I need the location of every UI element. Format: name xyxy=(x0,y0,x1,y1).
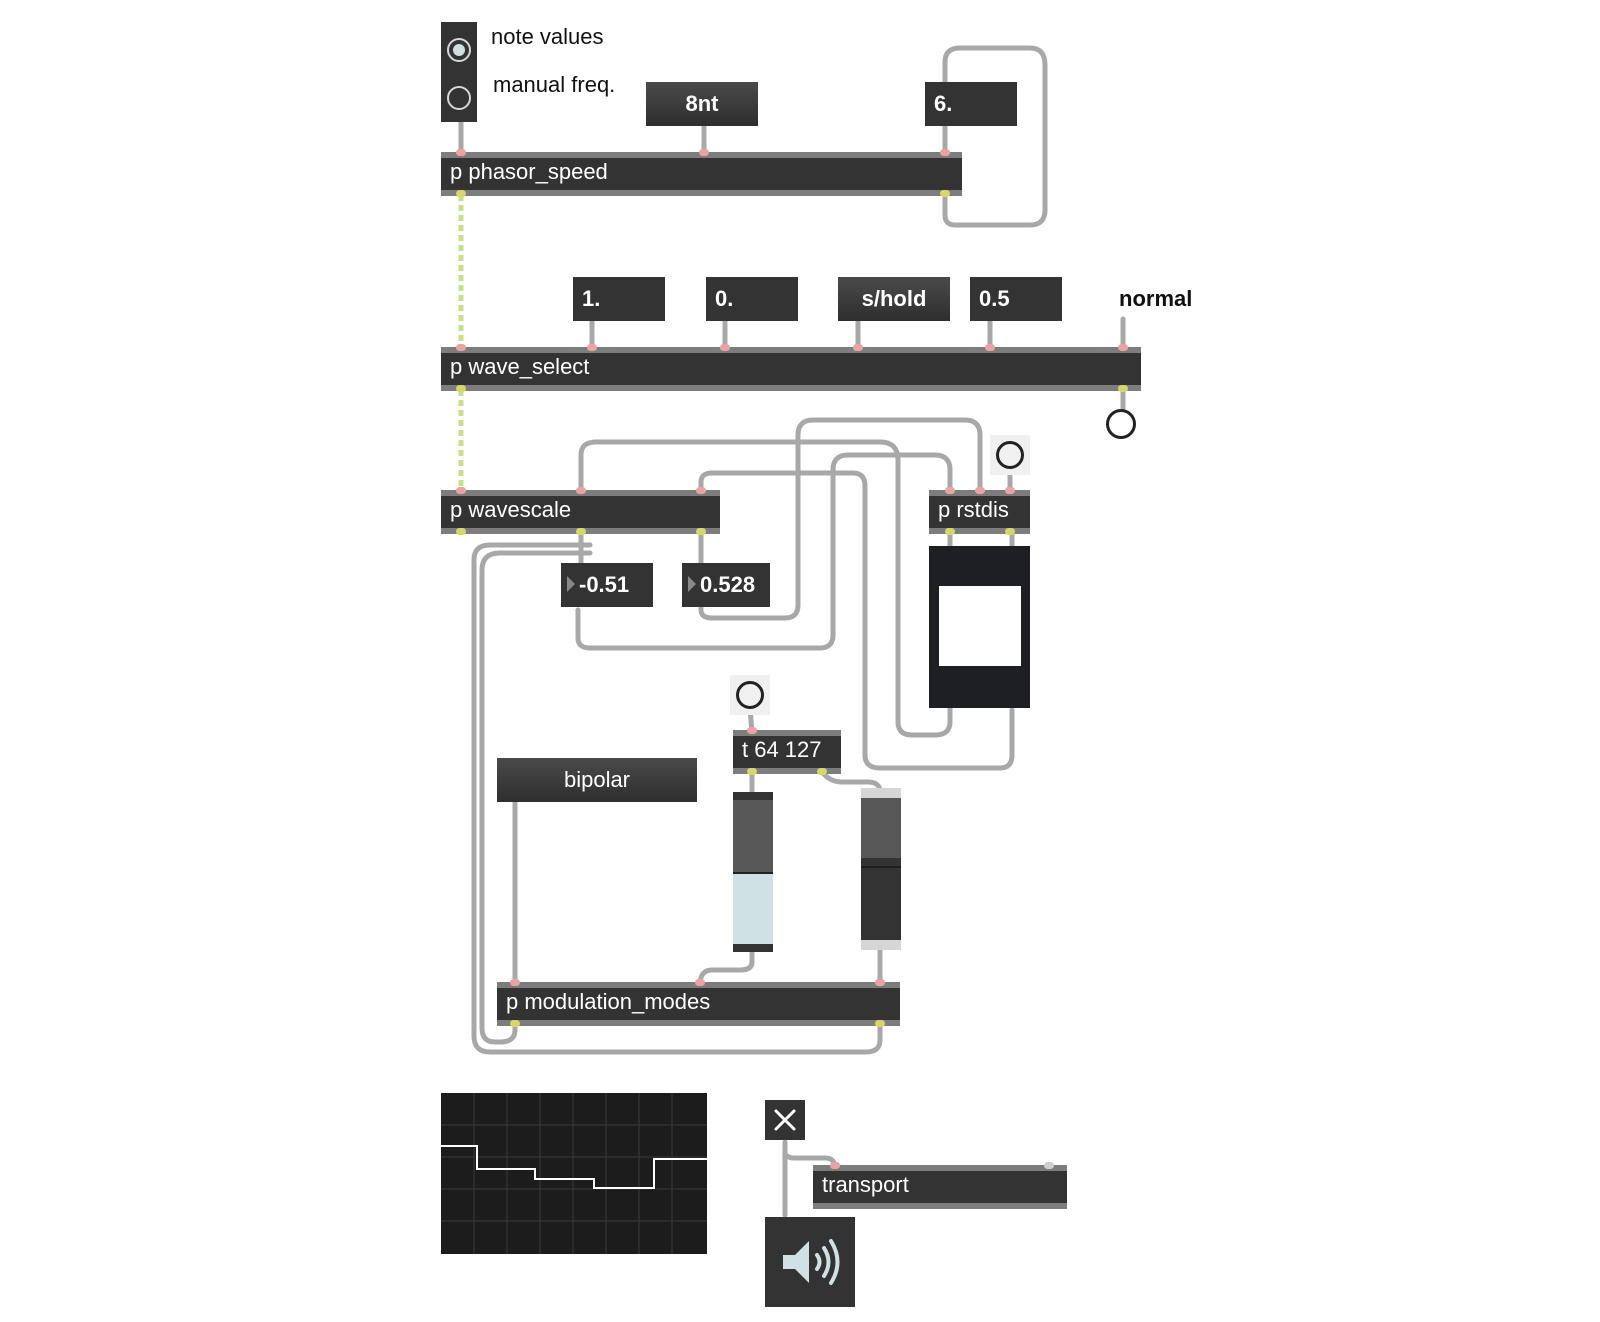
radio-option-manual-freq[interactable] xyxy=(447,86,471,110)
trigger-object[interactable]: t 64 127 xyxy=(733,730,841,774)
inlet xyxy=(456,487,466,494)
modulation-modes-object[interactable]: p modulation_modes xyxy=(497,982,900,1026)
left-slider-fill-level xyxy=(733,872,773,874)
radio-label-note-values: note values xyxy=(491,24,604,49)
outlet xyxy=(1005,528,1015,535)
rstdis-object[interactable]: p rstdis xyxy=(929,490,1030,534)
inlet xyxy=(576,487,586,494)
outlet xyxy=(817,768,827,775)
outlet xyxy=(875,1020,885,1027)
inlet xyxy=(456,344,466,351)
outlet xyxy=(696,528,706,535)
param2-number-box[interactable]: 0. xyxy=(706,277,798,321)
outlet xyxy=(456,528,466,535)
rate-message[interactable]: 8nt xyxy=(646,82,758,126)
outlet xyxy=(1118,385,1128,392)
inlet xyxy=(699,149,709,156)
radio-group[interactable] xyxy=(441,22,477,122)
inlet xyxy=(456,149,466,156)
display-panel-screen xyxy=(939,586,1021,666)
left-slider-fill xyxy=(733,800,773,872)
inlet xyxy=(985,344,995,351)
close-x-icon xyxy=(774,1109,796,1131)
right-slider-top-cap xyxy=(861,788,901,798)
inlet xyxy=(830,1162,840,1169)
display-panel xyxy=(929,546,1030,708)
scale-max-value: 0.528 xyxy=(700,572,756,597)
outlet xyxy=(576,528,586,535)
left-slider-value-fill xyxy=(733,874,773,944)
inlet xyxy=(1044,1162,1054,1169)
audio-toggle[interactable] xyxy=(765,1100,805,1140)
param1-number-box[interactable]: 1. xyxy=(573,277,665,321)
inlet xyxy=(695,979,705,986)
outlet xyxy=(940,190,950,197)
bipolar-message[interactable]: bipolar xyxy=(497,758,697,802)
radio-label-manual-freq: manual freq. xyxy=(493,72,616,97)
outlet xyxy=(456,385,466,392)
scope-display xyxy=(441,1093,707,1254)
outlet xyxy=(510,1020,520,1027)
number-arrow-icon xyxy=(567,576,575,593)
dac-object[interactable] xyxy=(765,1217,855,1307)
number-arrow-icon xyxy=(688,576,696,593)
phasor-speed-object[interactable]: p phasor_speed xyxy=(441,152,962,196)
scale-min-number-box[interactable]: -0.51 xyxy=(561,563,653,607)
inlet xyxy=(510,979,520,986)
inlet xyxy=(696,487,706,494)
transport-object[interactable]: transport xyxy=(813,1165,1067,1209)
right-slider-divider xyxy=(861,866,901,868)
outlet xyxy=(456,190,466,197)
shape-label: normal xyxy=(1119,286,1193,311)
scope-trace xyxy=(441,1093,707,1254)
inlet xyxy=(975,487,985,494)
outlet xyxy=(945,528,955,535)
inlet xyxy=(875,979,885,986)
speed-number-box[interactable]: 6. xyxy=(925,82,1017,126)
inlet xyxy=(1005,487,1015,494)
left-level-slider[interactable] xyxy=(733,792,773,952)
radio-option-note-values[interactable] xyxy=(447,38,471,62)
inlet xyxy=(940,149,950,156)
mode-message[interactable]: s/hold xyxy=(838,277,950,321)
wave-select-bang[interactable] xyxy=(1106,409,1136,439)
right-level-slider[interactable] xyxy=(861,788,901,950)
right-slider-upper xyxy=(861,798,901,858)
rstdis-bang[interactable] xyxy=(990,435,1030,475)
scale-max-number-box[interactable]: 0.528 xyxy=(682,563,770,607)
outlet xyxy=(747,768,757,775)
inlet xyxy=(587,344,597,351)
inlet xyxy=(720,344,730,351)
right-slider-bottom-cap xyxy=(861,940,901,950)
wave-select-object[interactable]: p wave_select xyxy=(441,347,1141,391)
trigger-bang[interactable] xyxy=(730,675,770,715)
inlet xyxy=(945,487,955,494)
speaker-icon xyxy=(783,1239,840,1285)
inlet xyxy=(853,344,863,351)
param4-number-box[interactable]: 0.5 xyxy=(970,277,1062,321)
inlet xyxy=(1118,344,1128,351)
scale-min-value: -0.51 xyxy=(579,572,630,597)
inlet xyxy=(747,727,757,734)
